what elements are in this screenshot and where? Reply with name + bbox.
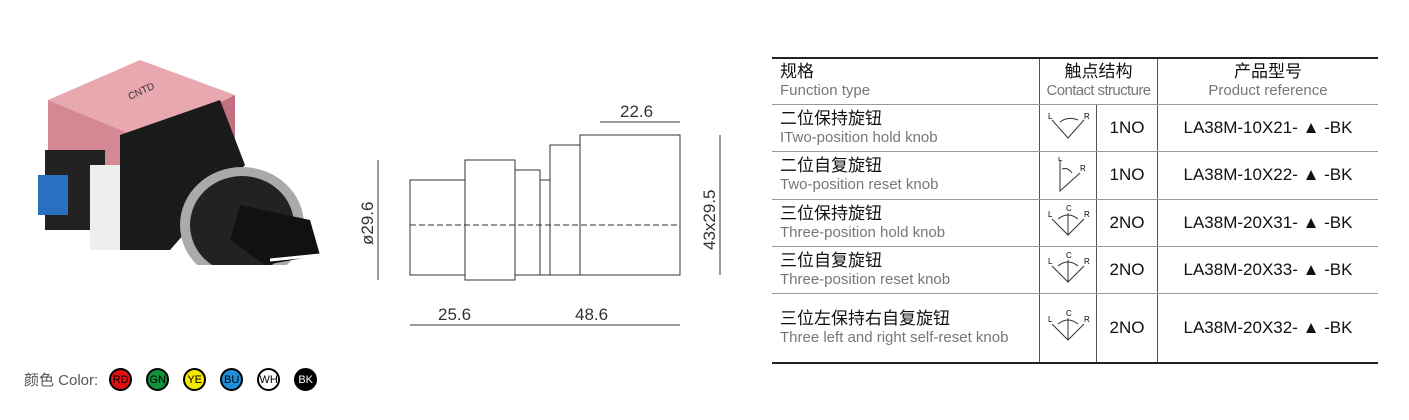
function-en: ITwo-position hold knob xyxy=(780,128,938,146)
knob-position-icon: LCR xyxy=(1048,309,1090,341)
color-swatch-wh: WH xyxy=(257,368,281,391)
color-label: 颜色 Color: xyxy=(24,372,99,389)
product-reference: LA38M-20X32- ▲ -BK xyxy=(1157,293,1378,364)
product-reference: LA38M-20X33- ▲ -BK xyxy=(1157,246,1378,294)
color-swatch-bk: BK xyxy=(294,368,318,391)
svg-text:R: R xyxy=(1084,112,1090,121)
product-reference: LA38M-10X21- ▲ -BK xyxy=(1157,104,1378,152)
knob-position-icon: LCR xyxy=(1048,204,1090,236)
svg-text:L: L xyxy=(1048,112,1053,121)
product-reference: LA38M-10X22- ▲ -BK xyxy=(1157,151,1378,200)
product-reference: LA38M-20X31- ▲ -BK xyxy=(1157,199,1378,247)
header-ref-en: Product reference xyxy=(1208,82,1328,100)
product-photo: CNTD xyxy=(38,60,321,265)
function-cn: 二位自复旋钮 xyxy=(780,156,882,175)
svg-text:L: L xyxy=(1048,257,1053,266)
color-swatch-ye: YE xyxy=(183,368,207,391)
svg-text:L: L xyxy=(1048,315,1053,324)
header-function-cn: 规格 xyxy=(780,62,814,82)
function-en: Two-position reset knob xyxy=(780,176,939,193)
dim-22-6: 22.6 xyxy=(620,102,653,121)
header-contact-en: Contact structure xyxy=(1046,82,1151,100)
svg-text:C: C xyxy=(1066,252,1072,260)
svg-text:L: L xyxy=(1058,157,1063,163)
svg-text:C: C xyxy=(1066,310,1072,318)
contact-value: 1NO xyxy=(1096,151,1158,200)
header-contact-cn: 触点结构 xyxy=(1064,62,1133,82)
dim-29-6: ø29.6 xyxy=(358,202,377,245)
header-function-en: Function type xyxy=(780,82,871,100)
color-options: 颜色 Color: RD GN YE BU WH BK xyxy=(24,368,318,391)
function-en: Three left and right self-reset knob xyxy=(780,328,1009,346)
svg-text:R: R xyxy=(1084,210,1090,219)
svg-text:R: R xyxy=(1084,315,1090,324)
svg-text:R: R xyxy=(1080,164,1086,173)
dim-43x29-5: 43x29.5 xyxy=(700,190,719,251)
contact-value: 2NO xyxy=(1096,293,1158,364)
function-cn: 三位保持旋钮 xyxy=(780,203,882,223)
contact-value: 1NO xyxy=(1096,104,1158,152)
dim-25-6: 25.6 xyxy=(438,305,471,324)
contact-value: 2NO xyxy=(1096,199,1158,247)
contact-value: 2NO xyxy=(1096,246,1158,294)
function-en: Three-position reset knob xyxy=(780,270,951,288)
knob-position-icon: LCR xyxy=(1048,251,1090,283)
function-cn: 二位保持旋钮 xyxy=(780,108,882,128)
color-swatch-bu: BU xyxy=(220,368,244,391)
header-ref-cn: 产品型号 xyxy=(1234,62,1302,82)
dimension-drawing: 22.6 ø29.6 43x29.5 25.6 48.6 xyxy=(358,102,721,326)
svg-text:C: C xyxy=(1066,205,1072,213)
function-cn: 三位自复旋钮 xyxy=(780,250,882,270)
svg-text:L: L xyxy=(1048,210,1053,219)
function-en: Three-position hold knob xyxy=(780,223,946,241)
knob-position-icon: LR xyxy=(1058,154,1086,193)
svg-text:R: R xyxy=(1084,257,1090,266)
dim-48-6: 48.6 xyxy=(575,305,608,324)
function-cn: 三位左保持右自复旋钮 xyxy=(780,308,950,328)
color-swatch-gn: GN xyxy=(146,368,170,391)
color-swatch-rd: RD xyxy=(109,368,133,391)
